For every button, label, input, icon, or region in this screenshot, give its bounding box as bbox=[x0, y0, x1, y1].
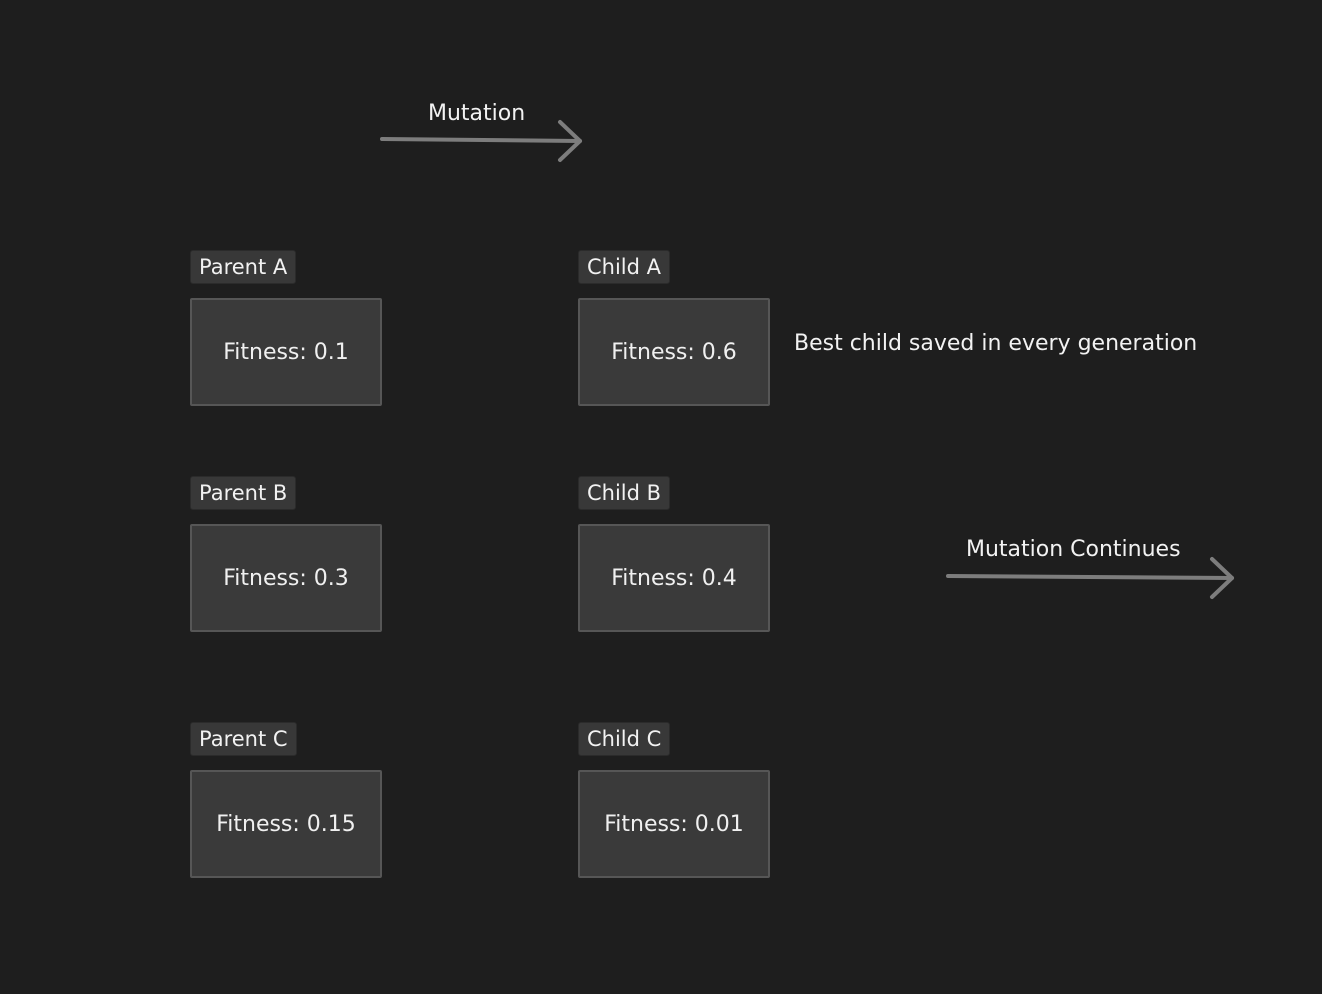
mutation-arrow-icon bbox=[380, 120, 582, 162]
parent-c-box: Fitness: 0.15 bbox=[190, 770, 382, 878]
child-a-tag: Child A bbox=[578, 250, 671, 284]
child-b-fitness: Fitness: 0.4 bbox=[611, 565, 737, 591]
child-c-box: Fitness: 0.01 bbox=[578, 770, 770, 878]
mutation-continues-label: Mutation Continues bbox=[966, 537, 1181, 562]
best-child-note: Best child saved in every generation bbox=[794, 331, 1198, 356]
parent-c-tag: Parent C bbox=[190, 722, 297, 756]
child-a-fitness: Fitness: 0.6 bbox=[611, 339, 737, 365]
child-c-fitness: Fitness: 0.01 bbox=[604, 811, 744, 837]
child-c-tag: Child C bbox=[578, 722, 671, 756]
parent-a-box: Fitness: 0.1 bbox=[190, 298, 382, 406]
mutation-arrow-label: Mutation bbox=[428, 101, 526, 126]
child-a-box: Fitness: 0.6 bbox=[578, 298, 770, 406]
parent-a-fitness: Fitness: 0.1 bbox=[223, 339, 349, 365]
child-b-box: Fitness: 0.4 bbox=[578, 524, 770, 632]
parent-a-tag: Parent A bbox=[190, 250, 297, 284]
parent-c-fitness: Fitness: 0.15 bbox=[216, 811, 356, 837]
child-b-tag: Child B bbox=[578, 476, 671, 510]
mutation-continues-arrow-icon bbox=[946, 557, 1234, 599]
parent-b-tag: Parent B bbox=[190, 476, 297, 510]
parent-b-box: Fitness: 0.3 bbox=[190, 524, 382, 632]
parent-b-fitness: Fitness: 0.3 bbox=[223, 565, 349, 591]
